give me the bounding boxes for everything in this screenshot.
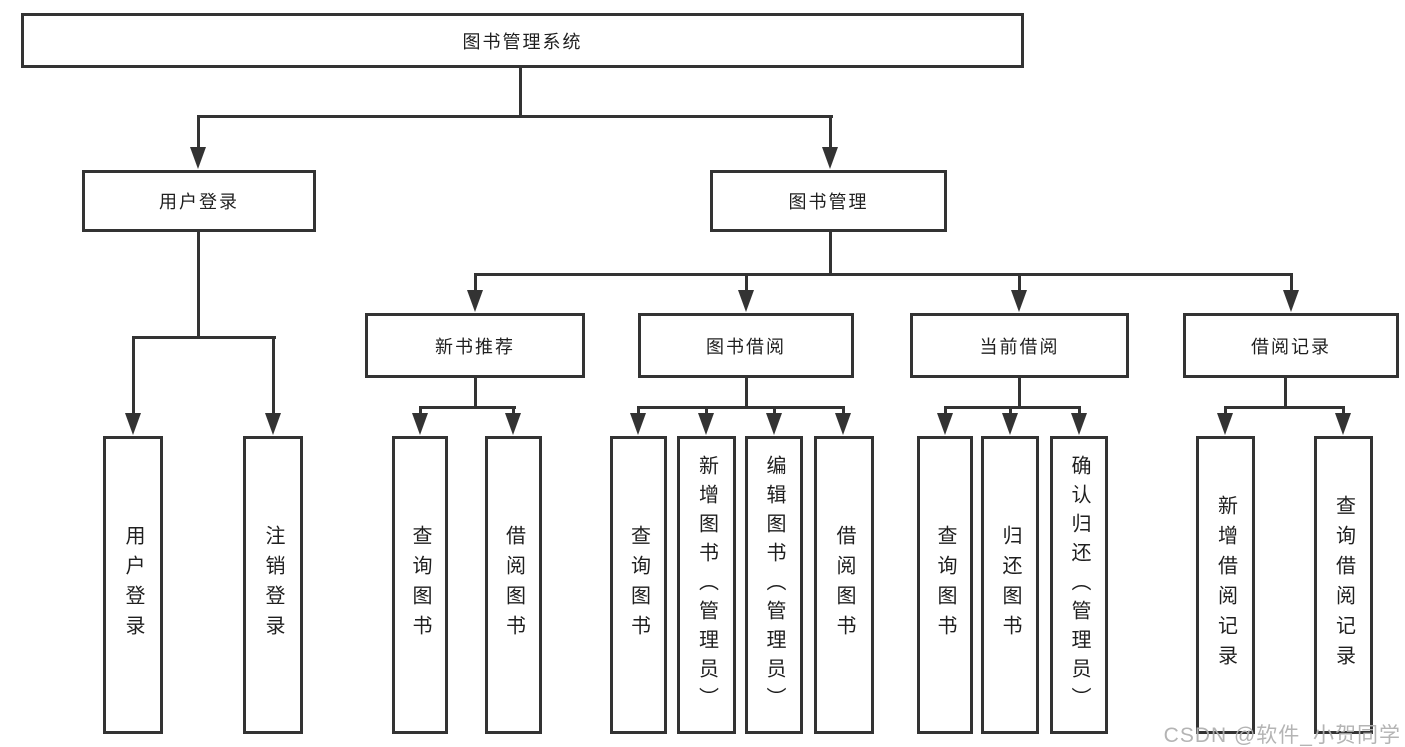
node-current-borrow: 当前借阅 — [910, 313, 1129, 378]
connector-to-bb4 — [842, 406, 845, 415]
arrowhead-nb-borrow — [505, 413, 521, 435]
arrowhead-bb4 — [835, 413, 851, 435]
connector-bookmgmt-branch — [474, 273, 1293, 276]
arrowhead-leaf-logout — [265, 413, 281, 435]
connector-to-current-borrow — [1018, 273, 1021, 292]
csdn-watermark: CSDN @软件_小贺同学 — [1163, 724, 1401, 747]
leaf-user-login: 用户登录 — [103, 436, 163, 734]
connector-bb-stem — [745, 378, 748, 406]
connector-cb-branch — [944, 406, 1081, 409]
arrowhead-bb1 — [630, 413, 646, 435]
connector-to-book-management — [829, 115, 832, 148]
connector-cb-stem — [1018, 378, 1021, 406]
connector-to-book-borrow — [745, 273, 748, 292]
arrowhead-current-borrow — [1011, 290, 1027, 312]
leaf-logout: 注销登录 — [243, 436, 303, 734]
node-user-login: 用户登录 — [82, 170, 316, 232]
connector-to-cb1 — [944, 406, 947, 415]
arrowhead-bb2 — [698, 413, 714, 435]
connector-br-stem — [1284, 378, 1287, 406]
leaf-records-query: 查询借阅记录 — [1314, 436, 1373, 734]
leaf-current-return: 归还图书 — [981, 436, 1039, 734]
leaf-current-confirm-return-admin: 确认归还（管理员） — [1050, 436, 1108, 734]
arrowhead-user-login — [190, 147, 206, 169]
node-book-management: 图书管理 — [710, 170, 947, 232]
leaf-newbooks-query: 查询图书 — [392, 436, 448, 734]
node-library-management-system: 图书管理系统 — [21, 13, 1024, 68]
leaf-borrow-edit-admin: 编辑图书（管理员） — [745, 436, 803, 734]
connector-to-bb1 — [637, 406, 640, 415]
connector-to-bb3 — [773, 406, 776, 415]
node-borrow-records: 借阅记录 — [1183, 313, 1399, 378]
leaf-borrow-query: 查询图书 — [610, 436, 667, 734]
arrowhead-br1 — [1217, 413, 1233, 435]
node-book-borrow: 图书借阅 — [638, 313, 854, 378]
arrowhead-nb-query — [412, 413, 428, 435]
arrowhead-cb3 — [1071, 413, 1087, 435]
arrowhead-leaf-login — [125, 413, 141, 435]
connector-bb-branch — [637, 406, 845, 409]
connector-to-new-book — [474, 273, 477, 292]
connector-to-br1 — [1224, 406, 1227, 415]
arrowhead-borrow-records — [1283, 290, 1299, 312]
arrowhead-book-management — [822, 147, 838, 169]
connector-to-leaf-logout — [272, 336, 275, 414]
leaf-records-add: 新增借阅记录 — [1196, 436, 1255, 734]
connector-to-nb-borrow — [512, 406, 515, 415]
connector-root-branch — [197, 115, 833, 118]
connector-to-user-login — [197, 115, 200, 148]
leaf-newbooks-borrow: 借阅图书 — [485, 436, 542, 734]
connector-to-borrow-records — [1290, 273, 1293, 292]
connector-to-cb2 — [1009, 406, 1012, 415]
node-new-book-recommend: 新书推荐 — [365, 313, 585, 378]
connector-newbook-branch — [419, 406, 516, 409]
connector-to-nb-query — [419, 406, 422, 415]
connector-to-bb2 — [705, 406, 708, 415]
connector-br-branch — [1224, 406, 1345, 409]
connector-bookmgmt-stem — [829, 232, 832, 275]
connector-to-leaf-login — [132, 336, 135, 414]
connector-userlogin-stem — [197, 232, 200, 336]
connector-newbook-stem — [474, 378, 477, 406]
connector-userlogin-branch — [132, 336, 276, 339]
arrowhead-new-book — [467, 290, 483, 312]
leaf-current-query: 查询图书 — [917, 436, 973, 734]
arrowhead-cb2 — [1002, 413, 1018, 435]
arrowhead-book-borrow — [738, 290, 754, 312]
arrowhead-cb1 — [937, 413, 953, 435]
leaf-borrow-borrow: 借阅图书 — [814, 436, 874, 734]
connector-root-stem — [519, 68, 522, 115]
leaf-borrow-add-admin: 新增图书（管理员） — [677, 436, 736, 734]
arrowhead-br2 — [1335, 413, 1351, 435]
connector-to-br2 — [1342, 406, 1345, 415]
connector-to-cb3 — [1078, 406, 1081, 415]
arrowhead-bb3 — [766, 413, 782, 435]
